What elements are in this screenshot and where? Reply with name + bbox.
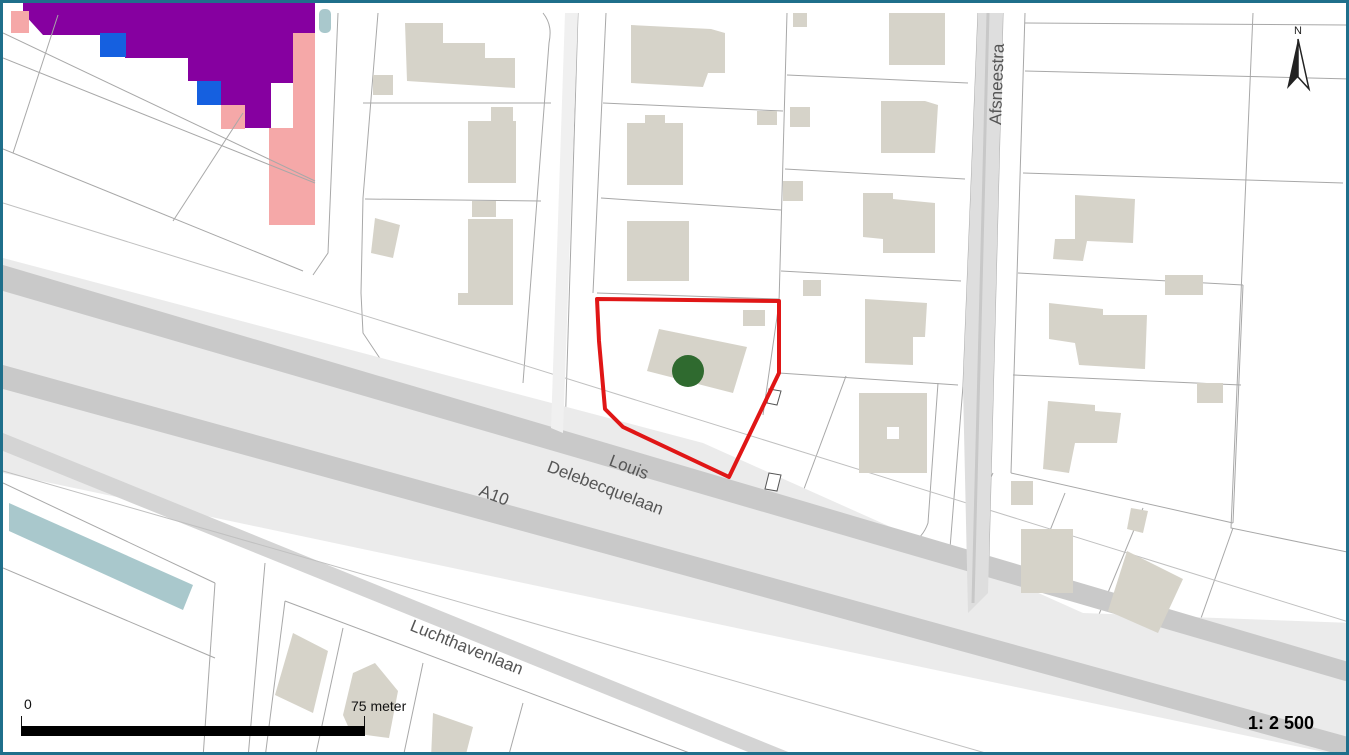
zone-pink-small [221,105,245,129]
zone-pink [269,33,315,225]
north-label: N [1294,25,1302,37]
north-arrow: N [1283,25,1313,93]
zone-purple [23,3,315,128]
water-canal [9,503,193,610]
map-canvas[interactable]: Afsneestra Louis Delebecquelaan A10 Luch… [3,3,1349,755]
buildings [275,13,1223,752]
zoning-overlay [11,3,331,225]
small-outbuildings [764,388,782,492]
scale-ratio: 1: 2 500 [1247,713,1314,733]
scale-end-label: 75 meter [351,698,407,714]
road-a10 [3,202,1346,752]
selected-parcel-outline[interactable] [595,297,781,479]
selected-parcel[interactable] [595,297,781,479]
building-courtyard [887,427,899,439]
zone-pink-corner [11,11,29,33]
side-streets [551,12,1003,613]
location-marker[interactable] [672,355,704,387]
zone-blue-2 [197,81,221,105]
scale-tick-end [364,716,365,726]
label-afsneestra: Afsneestra [986,43,1008,125]
scale-start-label: 0 [24,696,32,712]
zone-blue-1 [100,33,126,57]
scale-tick-start [21,716,22,726]
scale-bar: 0 75 meter [21,696,406,736]
north-arrow-icon [1287,38,1311,92]
zone-water-top [319,9,331,33]
scale-bar-line [21,726,365,736]
